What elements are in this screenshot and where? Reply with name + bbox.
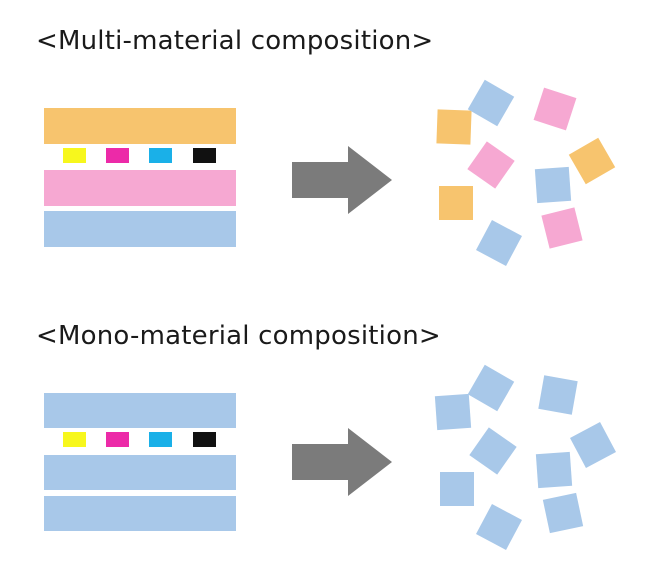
mono-fragment: [469, 427, 517, 475]
mono-ink-chip-2: [106, 432, 129, 447]
mono-fragment: [542, 492, 584, 534]
mono-fragment: [535, 451, 573, 489]
mono-arrow-icon: [292, 428, 392, 496]
mono-fragment: [434, 393, 472, 431]
multi-layer-top: [44, 108, 236, 144]
multi-fragment: [541, 207, 583, 249]
multi-layer-bottom: [44, 211, 236, 247]
multi-fragment: [568, 137, 616, 185]
multi-ink-chip-1: [63, 148, 86, 163]
multi-fragment: [533, 87, 577, 131]
multi-ink-chip-2: [106, 148, 129, 163]
multi-fragment: [476, 220, 522, 266]
multi-fragment: [467, 79, 515, 127]
multi-fragment: [439, 186, 473, 220]
mono-fragment: [538, 375, 578, 415]
multi-fragment: [534, 166, 572, 204]
mono-fragment: [476, 504, 522, 550]
multi-fragment: [467, 141, 515, 189]
multi-arrow-icon: [292, 146, 392, 214]
mono-layer-bottom: [44, 496, 236, 531]
multi-fragment: [436, 109, 472, 145]
mono-fragment: [440, 472, 474, 506]
mono-fragment: [467, 364, 515, 412]
mono-layer-top: [44, 393, 236, 428]
mono-ink-chip-4: [193, 432, 216, 447]
mono-ink-chip-1: [63, 432, 86, 447]
mono-ink-chip-3: [149, 432, 172, 447]
multi-ink-chip-3: [149, 148, 172, 163]
multi-layer-middle: [44, 170, 236, 206]
multi-material-heading: <Multi-material composition>: [36, 26, 434, 56]
multi-ink-chip-4: [193, 148, 216, 163]
mono-layer-middle: [44, 455, 236, 490]
mono-material-heading: <Mono-material composition>: [36, 321, 441, 351]
mono-fragment: [570, 422, 616, 468]
